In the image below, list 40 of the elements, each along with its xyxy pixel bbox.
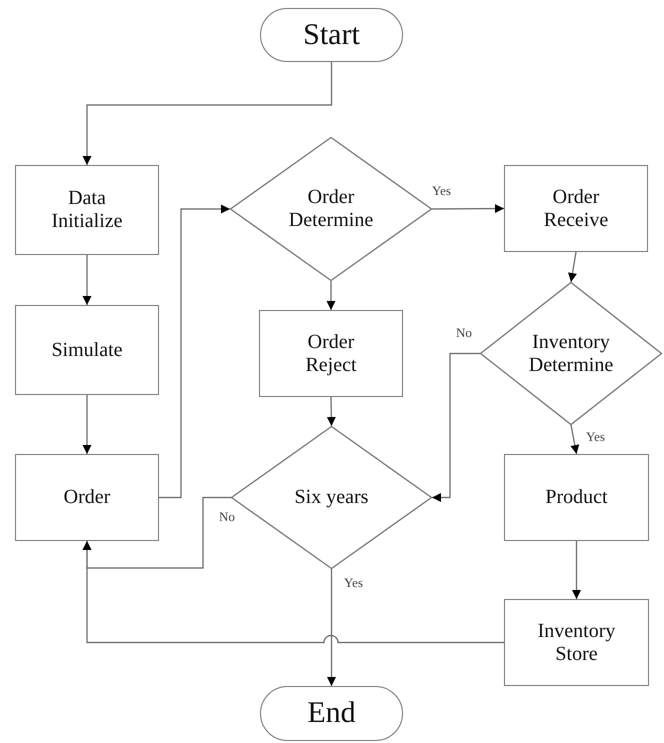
edge-label: No: [218, 510, 236, 523]
node-label: Inventory Store: [536, 620, 616, 666]
arrow: [82, 255, 92, 305]
arrow: [82, 62, 332, 165]
node-label: Inventory Determine: [528, 330, 614, 376]
decision-diamond: [480, 282, 662, 425]
process-box: [504, 599, 649, 686]
node-label: Order: [64, 486, 110, 509]
arrow: [432, 204, 504, 214]
edge-label: Yes: [431, 184, 452, 197]
process-box: [504, 454, 649, 541]
node-label: End: [307, 696, 356, 731]
arrow: [432, 352, 480, 502]
arrow: [327, 569, 336, 686]
decision-diamond: [230, 137, 432, 281]
node-label: Six years: [294, 486, 368, 509]
arrow: [82, 395, 92, 454]
node-label: Simulate: [51, 338, 123, 362]
terminal-pill: [260, 8, 403, 62]
arrow: [82, 541, 504, 644]
edge-label: No: [455, 326, 473, 339]
edge-label: Yes: [343, 576, 364, 589]
arrow: [326, 396, 336, 426]
node-label: Order Reject: [304, 330, 358, 376]
node-label: Start: [303, 18, 360, 52]
node-label: Data Initialize: [50, 187, 124, 233]
arrow: [568, 252, 577, 282]
process-box: [15, 165, 159, 255]
arrow: [159, 204, 230, 498]
process-box: [259, 310, 403, 397]
process-box: [15, 454, 159, 541]
process-box: [504, 165, 648, 252]
node-label: Product: [545, 486, 608, 509]
arrow: [326, 281, 336, 310]
arrow: [570, 424, 580, 454]
process-box: [15, 305, 159, 395]
arrow: [572, 541, 581, 599]
node-label: Order Receive: [542, 186, 610, 232]
node-label: Order Determine: [288, 186, 374, 232]
edge-label: Yes: [585, 430, 606, 443]
